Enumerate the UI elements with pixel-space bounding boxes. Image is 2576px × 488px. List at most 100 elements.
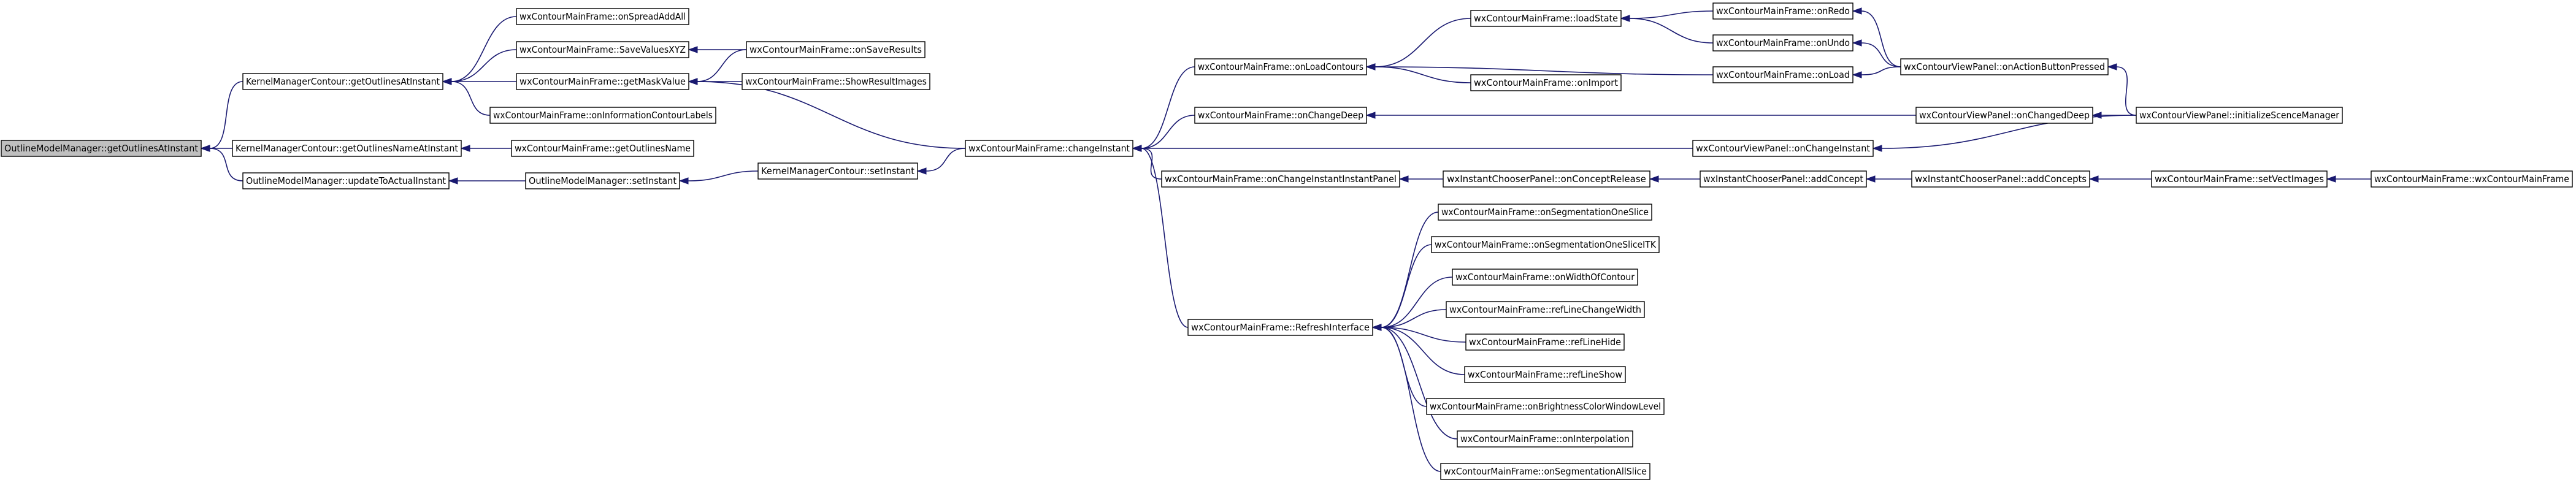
edge-kmc-set-instant-to-omm-set-instant <box>688 170 759 181</box>
node-kmc-get-outlines-name-at-instant[interactable]: KernelManagerContour::getOutlinesNameAtI… <box>232 140 462 157</box>
edge-on-save-results-to-get-mask-value <box>697 49 747 82</box>
node-on-changed-deep[interactable]: wxContourViewPanel::onChangedDeep <box>1915 107 2093 124</box>
arrowhead <box>688 78 698 85</box>
edge-on-action-button-pressed-to-on-undo <box>1861 42 1901 67</box>
node-add-concept[interactable]: wxInstantChooserPanel::addConcept <box>1700 170 1867 188</box>
edge-on-action-button-pressed-to-on-redo <box>1861 10 1901 67</box>
node-load-state[interactable]: wxContourMainFrame::loadState <box>1470 10 1622 27</box>
node-label: wxContourMainFrame::getOutlinesName <box>515 143 691 154</box>
node-on-redo[interactable]: wxContourMainFrame::onRedo <box>1712 2 1853 20</box>
node-omm-update-to-actual-instant[interactable]: OutlineModelManager::updateToActualInsta… <box>242 172 450 189</box>
node-root[interactable]: OutlineModelManager::getOutlinesAtInstan… <box>1 140 202 157</box>
node-on-interpolation[interactable]: wxContourMainFrame::onInterpolation <box>1457 430 1633 448</box>
edge-reference-line-change-width-to-refresh-interface <box>1381 309 1447 328</box>
arrowhead <box>1872 145 1882 152</box>
edge-on-load-contours-to-change-instant <box>1141 66 1195 149</box>
node-label: wxContourMainFrame::refLineChangeWidth <box>1449 304 1641 315</box>
node-label: wxContourMainFrame::ShowResultImages <box>745 76 927 87</box>
node-box <box>511 140 694 157</box>
edge-on-change-instant-instant-panel-to-change-instant <box>1141 148 1162 180</box>
node-box <box>1900 58 2109 75</box>
node-label: wxContourMainFrame::setVectImages <box>2155 173 2324 185</box>
node-label: wxInstantChooserPanel::onConceptRelease <box>1447 173 1646 185</box>
arrowhead <box>1132 145 1142 152</box>
node-on-load[interactable]: wxContourMainFrame::onLoad <box>1712 66 1853 83</box>
node-change-instant[interactable]: wxContourMainFrame::changeInstant <box>965 140 1133 157</box>
node-on-concept-release[interactable]: wxInstantChooserPanel::onConceptRelease <box>1443 170 1650 188</box>
node-on-load-contours[interactable]: wxContourMainFrame::onLoadContours <box>1194 58 1367 75</box>
edge-initialize-scence-manager-to-on-action-button-pressed <box>2116 66 2137 116</box>
edge-on-interpolation-to-refresh-interface <box>1381 327 1458 440</box>
arrowhead <box>678 177 689 185</box>
node-label: KernelManagerContour::getOutlinesAtInsta… <box>246 76 440 87</box>
node-label: KernelManagerContour::setInstant <box>761 166 914 177</box>
arrowhead <box>2326 175 2336 183</box>
node-kmc-get-outlines-at-instant[interactable]: KernelManagerContour::getOutlinesAtInsta… <box>242 73 443 90</box>
node-set-vect-images[interactable]: wxContourMainFrame::setVectImages <box>2151 170 2328 188</box>
arrowhead <box>442 78 452 85</box>
node-initialize-scence-manager[interactable]: wxContourViewPanel::initializeScenceMana… <box>2136 107 2343 124</box>
node-box <box>1431 236 1660 253</box>
node-box <box>1470 74 1622 91</box>
node-on-import[interactable]: wxContourMainFrame::onImport <box>1470 74 1622 91</box>
node-show-result-images[interactable]: wxContourMainFrame::ShowResultImages <box>742 73 930 90</box>
node-box <box>1692 140 1874 157</box>
arrowhead <box>2107 63 2117 71</box>
arrowhead <box>2091 112 2102 119</box>
node-label: wxContourMainFrame::onSegmentationOneSli… <box>1441 207 1649 218</box>
node-label: wxContourMainFrame::getMaskValue <box>519 76 686 87</box>
node-on-information-contour-labels[interactable]: wxContourMainFrame::onInformationContour… <box>489 107 716 124</box>
node-on-action-button-pressed[interactable]: wxContourViewPanel::onActionButtonPresse… <box>1900 58 2109 75</box>
node-wx-contour-main-frame[interactable]: wxContourMainFrame::wxContourMainFrame <box>2371 170 2573 188</box>
edge-reference-line-hide-to-refresh-interface <box>1381 327 1466 343</box>
node-box <box>1426 398 1665 415</box>
node-reference-line-change-width[interactable]: wxContourMainFrame::refLineChangeWidth <box>1446 301 1645 318</box>
node-on-segmentation-one-slice-itk[interactable]: wxContourMainFrame::onSegmentationOneSli… <box>1431 236 1660 253</box>
node-on-change-deep[interactable]: wxContourMainFrame::onChangeDeep <box>1194 107 1367 124</box>
node-box <box>1911 170 2090 188</box>
node-omm-set-instant[interactable]: OutlineModelManager::setInstant <box>525 172 680 189</box>
node-on-segmentation-one-slice[interactable]: wxContourMainFrame::onSegmentationOneSli… <box>1438 204 1652 221</box>
node-label: wxContourMainFrame::onUndo <box>1716 37 1850 48</box>
edges-layer <box>200 7 2371 472</box>
node-box <box>1457 430 1633 448</box>
node-on-save-results[interactable]: wxContourMainFrame::onSaveResults <box>746 41 926 58</box>
node-label: wxContourMainFrame::onLoad <box>1716 69 1850 80</box>
node-box <box>489 107 716 124</box>
edge-on-spread-add-all-to-kmc-get-outlines-at-instant <box>451 16 517 82</box>
arrowhead <box>916 167 927 175</box>
node-add-concepts[interactable]: wxInstantChooserPanel::addConcepts <box>1911 170 2090 188</box>
arrowhead <box>1852 7 1862 15</box>
node-label: KernelManagerContour::getOutlinesNameAtI… <box>236 143 458 154</box>
node-label: wxContourMainFrame::SaveValuesXYZ <box>519 44 686 55</box>
node-label: wxContourMainFrame::refLineShow <box>1468 369 1622 380</box>
arrowhead <box>1398 175 1409 183</box>
arrowhead <box>1620 15 1630 22</box>
node-refresh-interface[interactable]: wxContourMainFrame::RefreshInterface <box>1187 319 1373 336</box>
node-on-width-of-contour[interactable]: wxContourMainFrame::onWidthOfContour <box>1452 269 1638 286</box>
node-reference-line-hide[interactable]: wxContourMainFrame::refLineHide <box>1465 334 1625 351</box>
arrowhead <box>1852 39 1862 47</box>
node-reference-line-show[interactable]: wxContourMainFrame::refLineShow <box>1464 366 1626 383</box>
arrowhead <box>1365 112 1376 119</box>
edge-on-redo-to-load-state <box>1629 10 1714 19</box>
node-on-spread-add-all[interactable]: wxContourMainFrame::onSpreadAddAll <box>516 8 689 25</box>
edge-on-undo-to-load-state <box>1629 18 1714 44</box>
node-box <box>757 162 918 180</box>
node-label: wxContourMainFrame::onInterpolation <box>1460 433 1630 444</box>
node-label: wxContourMainFrame::onRedo <box>1716 6 1850 17</box>
node-vp-on-change-instant[interactable]: wxContourViewPanel::onChangeInstant <box>1692 140 1874 157</box>
node-on-change-instant-instant-panel[interactable]: wxContourMainFrame::onChangeInstantInsta… <box>1161 170 1400 188</box>
node-label: wxContourMainFrame::wxContourMainFrame <box>2374 173 2569 185</box>
node-get-outlines-name[interactable]: wxContourMainFrame::getOutlinesName <box>511 140 694 157</box>
node-on-undo[interactable]: wxContourMainFrame::onUndo <box>1712 34 1853 51</box>
arrowhead <box>1371 324 1382 331</box>
node-save-values-xyz[interactable]: wxContourMainFrame::SaveValuesXYZ <box>516 41 689 58</box>
node-on-segmentation-all-slice[interactable]: wxContourMainFrame::onSegmentationAllSli… <box>1440 463 1650 480</box>
edge-on-segmentation-one-slice-to-refresh-interface <box>1381 212 1439 328</box>
node-on-brightness-color-window-level[interactable]: wxContourMainFrame::onBrightnessColorWin… <box>1426 398 1665 415</box>
node-box <box>2371 170 2573 188</box>
node-kmc-set-instant[interactable]: KernelManagerContour::setInstant <box>757 162 918 180</box>
arrowhead <box>200 145 210 152</box>
node-get-mask-value[interactable]: wxContourMainFrame::getMaskValue <box>516 73 689 90</box>
